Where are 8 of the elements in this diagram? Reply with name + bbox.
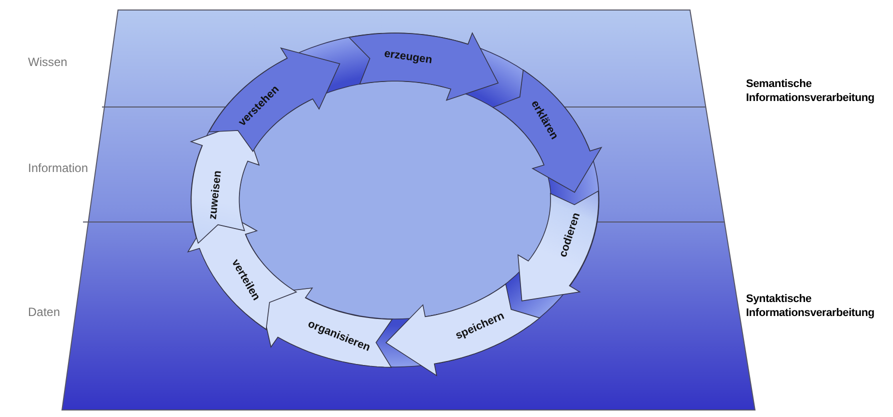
layer-label: Daten <box>28 305 60 319</box>
step-label: codieren <box>556 210 582 258</box>
processing-level-label: Syntaktische Informationsverarbeitung <box>746 292 876 320</box>
step-label: erzeugen <box>382 48 432 67</box>
step-label: zuweisen <box>206 170 224 220</box>
layer-label: Wissen <box>28 55 68 69</box>
layer-label: Information <box>28 161 88 175</box>
processing-level-label: Semantische Informationsverarbeitung <box>746 77 876 105</box>
